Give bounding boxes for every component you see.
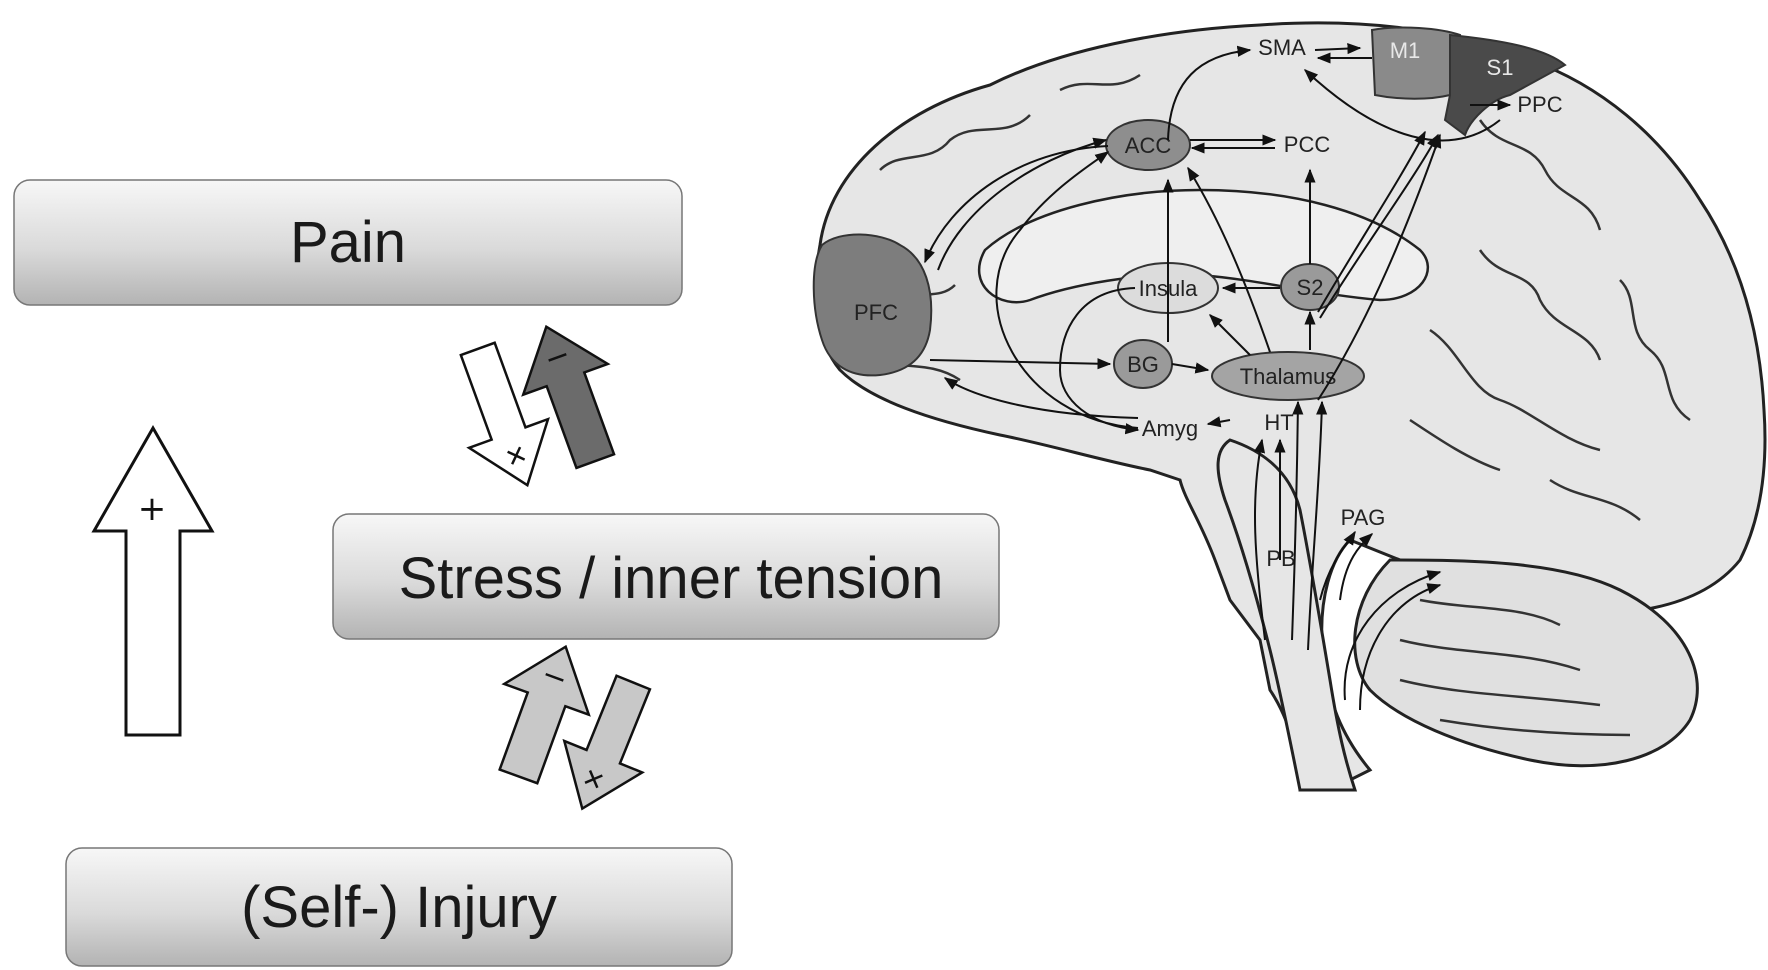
brain-illustration: M1 S1 PFC ACC S2 Insula BG Thalamus [814, 23, 1765, 790]
big-up-arrow: + [94, 428, 212, 735]
svg-text:Thalamus: Thalamus [1240, 364, 1337, 389]
label-ht: HT [1264, 410, 1293, 435]
box-stress: Stress / inner tension [333, 514, 999, 639]
svg-text:M1: M1 [1390, 38, 1421, 63]
region-acc: ACC [1106, 120, 1190, 170]
svg-text:ACC: ACC [1125, 133, 1172, 158]
region-pfc: PFC [814, 234, 932, 375]
label-sma: SMA [1258, 35, 1306, 60]
label-ppc: PPC [1517, 92, 1562, 117]
label-pcc: PCC [1284, 132, 1331, 157]
box-pain: Pain [14, 180, 682, 305]
box-injury: (Self-) Injury [66, 848, 732, 966]
box-injury-label: (Self-) Injury [241, 875, 557, 940]
box-pain-label: Pain [290, 210, 406, 275]
region-m1: M1 [1372, 28, 1460, 99]
big-up-arrow-sign: + [138, 489, 167, 529]
svg-text:S1: S1 [1487, 55, 1514, 80]
box-stress-label: Stress / inner tension [399, 546, 944, 611]
svg-text:BG: BG [1127, 352, 1159, 377]
label-pag: PAG [1341, 505, 1386, 530]
region-bg: BG [1114, 340, 1172, 388]
label-amyg: Amyg [1142, 416, 1198, 441]
svg-text:PFC: PFC [854, 300, 898, 325]
svg-text:S2: S2 [1297, 275, 1324, 300]
region-thalamus: Thalamus [1212, 352, 1364, 400]
